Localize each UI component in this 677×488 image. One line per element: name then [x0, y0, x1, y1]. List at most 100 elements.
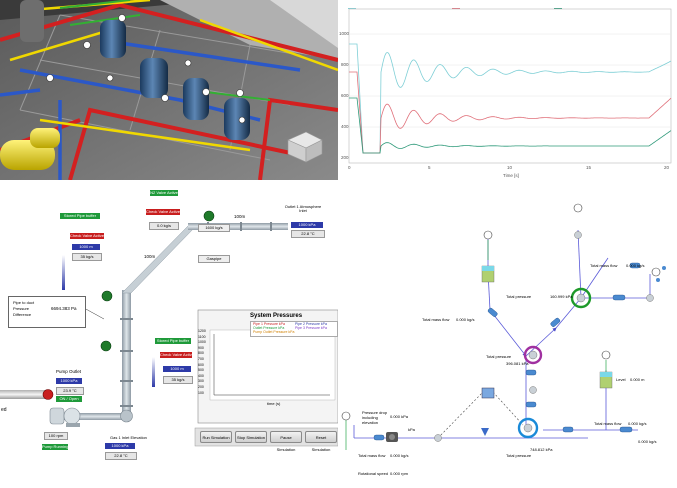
bottom-pipe: [60, 413, 131, 420]
mass-flow-value: 0.000 kg/s: [628, 421, 647, 426]
vertical-pipe: [122, 290, 131, 415]
chart-title: System Pressures: [250, 313, 303, 319]
series-line-3: [349, 97, 672, 154]
plant-3d-view[interactable]: [0, 0, 338, 180]
level-value: 0.000 m: [630, 377, 645, 382]
chart-y-tick: 200: [198, 385, 204, 389]
pause-simulation-button[interactable]: Pause Simulation: [270, 431, 302, 452]
chart-y-tick: 300: [198, 379, 204, 384]
extra-value: 0.000 kg/s: [638, 439, 657, 444]
node-highlight-green[interactable]: [570, 287, 592, 309]
chart-y-tick: 700: [198, 357, 204, 361]
inlet-valve-indicator[interactable]: [42, 389, 54, 400]
level-scale-bar: [62, 255, 65, 290]
pipe-length-label: 100m: [234, 214, 246, 219]
status-indicator[interactable]: [203, 210, 215, 222]
mass-flow-label: Total mass flow: [422, 317, 450, 322]
chart-legend-item: Outlet Pressure kPa: [253, 326, 285, 330]
mass-flow-label: Total mass flow: [358, 453, 386, 458]
tank-reading: 1000 m: [163, 366, 191, 372]
label-line: including: [362, 415, 378, 420]
tank-reading: 35 kg/s: [72, 253, 102, 261]
gauge-icon[interactable]: [341, 203, 661, 421]
junction-node[interactable]: [434, 231, 654, 442]
valve-flow-value: 0.0 kg/s: [149, 222, 179, 230]
rotational-speed-label: Rotational speed: [358, 471, 389, 476]
reset-simulation-button[interactable]: Reset Simulation: [305, 431, 337, 452]
pump-speed: 100 rpm: [44, 432, 68, 440]
chart-y-tick: 100: [198, 390, 204, 395]
label-line: Pressure drop: [362, 410, 388, 415]
chart-y-tick: 500: [198, 368, 204, 373]
level-scale-bar: [152, 357, 155, 387]
outlet-title: Outlet 1 Atmosphere Inlet: [284, 204, 322, 213]
bottom-pressure: 1000 kPa: [105, 443, 135, 449]
node-highlight-blue[interactable]: [517, 417, 539, 439]
chart-legend-item: Pipe 1 Pressure kPa: [253, 322, 285, 326]
mass-flow-label: Total mass flow: [594, 421, 622, 426]
pressure-drop-label: Pressure drop including elevation: [362, 410, 387, 425]
pressure-label: Total pressure: [506, 453, 532, 458]
unit-label: kPa: [408, 427, 415, 432]
y-tick-label: 800: [341, 62, 349, 67]
pressure-value: 748.812 kPa: [530, 447, 553, 452]
tank-icon[interactable]: [481, 265, 613, 389]
chart-legend: Pipe 1 Pressure kPa Pipe 2 Pressure kPa …: [250, 321, 338, 337]
top-pipe: [188, 223, 288, 230]
elevation-label: Gas 1 Inlet Elevation: [110, 435, 147, 440]
network-drawing: [341, 203, 666, 450]
chart-legend-item: Pump Outlet Pressure kPa: [253, 330, 295, 334]
stop-simulation-button[interactable]: Stop Simulation: [235, 431, 267, 443]
chart-legend-item: Pipe 2 Pressure kPa: [295, 322, 327, 326]
label-line: elevation: [362, 420, 379, 425]
tank-title: Stored Pipe buffer: [60, 213, 100, 219]
status-indicator[interactable]: [101, 290, 113, 302]
pressure-label: Total pressure: [486, 354, 512, 359]
series-line-2: [349, 71, 672, 154]
pump-running-status: Pump Running: [42, 444, 68, 450]
run-simulation-button[interactable]: Run Simulation: [200, 431, 232, 443]
callout-value: 6694.383 Pa: [51, 306, 77, 311]
valve-icon[interactable]: [481, 428, 489, 436]
callout-line: Difference: [13, 312, 32, 317]
series-line-1: [349, 43, 672, 154]
mass-flow-value: 0.000 kg/s: [626, 263, 645, 268]
n2-valve-status: N2 Valve Active: [150, 190, 178, 196]
x-tick-label: 15: [586, 165, 592, 170]
chart-y-tick: 1100: [198, 334, 206, 339]
tank-title: Stored Pipe buffer: [155, 338, 191, 344]
pipe-segment[interactable]: [373, 262, 641, 441]
x-tick-label: 5: [428, 165, 431, 170]
callout-line: Pipe to duct: [13, 300, 35, 305]
callout-line: Pressure: [13, 306, 30, 311]
diagonal-pipe: [121, 225, 197, 294]
pump-station-title: Pump Outlet: [56, 369, 82, 374]
rotational-speed-value: 0.000 rpm: [390, 471, 409, 476]
x-tick-label: 10: [507, 165, 513, 170]
pipe-tag: Gaspipe: [198, 255, 230, 263]
check-valve-status: Check Valve Active: [70, 233, 104, 239]
chart-y-tick: 400: [198, 373, 204, 378]
chart-y-tick: 800: [198, 351, 204, 356]
pump-icon[interactable]: [386, 432, 398, 442]
y-tick-label: 200: [341, 155, 349, 160]
y-tick-label: 600: [341, 93, 349, 98]
node-highlight-purple[interactable]: [523, 345, 543, 365]
pump-icon[interactable]: [49, 407, 81, 427]
pressure-plot: Total pressure (748.81234 kPa) Total pre…: [338, 0, 677, 180]
status-indicator[interactable]: [100, 340, 112, 352]
chart-y-tick: 600: [198, 362, 204, 367]
pressure-value: 396.081 kPa: [506, 361, 529, 366]
hmi-pipeline-view: 100m 100m Gaspipe Outlet 1 Atmosphere In…: [0, 180, 338, 488]
pump-pressure: 1000 kPa: [56, 378, 82, 384]
view-cube-icon[interactable]: [287, 131, 323, 163]
inlet-pipe: [0, 390, 48, 399]
outlet-temp: 22.8 °C: [291, 230, 325, 238]
y-tick-label: 400: [341, 124, 349, 129]
pump-status: ON / Open: [56, 396, 82, 402]
pump-temp: 23.9 °C: [56, 387, 84, 395]
controller-icon[interactable]: [481, 387, 495, 399]
pressure-drop-value: 0.000 kPa: [390, 414, 409, 419]
tank-reading: 35 kg/s: [163, 376, 193, 384]
cut-off-label: ed: [1, 407, 7, 413]
